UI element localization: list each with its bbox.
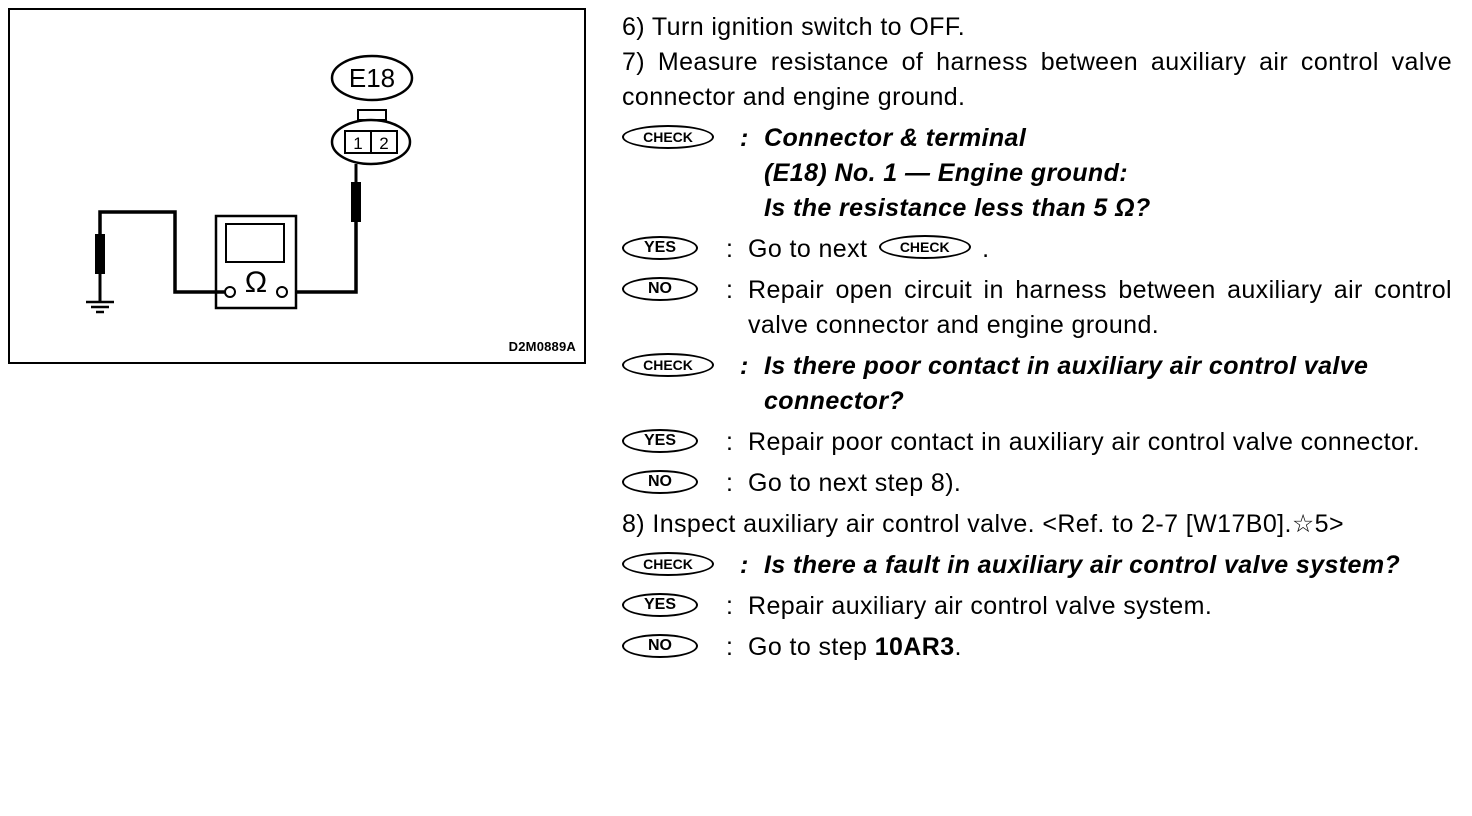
meter-terminal-right: [276, 286, 288, 298]
connector-tab: [357, 109, 387, 121]
check-1-line-3: Is the resistance less than 5 Ω?: [764, 194, 1151, 222]
yes-3: YES : Repair auxiliary air control valve…: [622, 589, 1452, 624]
no-2-text: Go to next step 8).: [748, 469, 962, 497]
no-3: NO : Go to step 10AR3.: [622, 630, 1452, 665]
lead-left: [98, 210, 225, 294]
step-6: 6) Turn ignition switch to OFF.: [622, 13, 966, 41]
yes-1-text: Go to next: [748, 235, 875, 263]
connector-pin-1: 1: [353, 134, 362, 153]
lead-right: [288, 222, 358, 294]
check-3-text: Is there a fault in auxiliary air contro…: [764, 551, 1401, 579]
step-7: 7) Measure resistance of harness between…: [622, 48, 1452, 111]
procedure-text: 6) Turn ignition switch to OFF. 7) Measu…: [622, 10, 1452, 665]
colon: :: [726, 469, 734, 497]
check-badge: CHECK: [622, 125, 714, 149]
figure-code: D2M0889A: [508, 339, 576, 354]
colon: :: [726, 428, 734, 456]
colon: :: [726, 235, 734, 263]
yes-2-text: Repair poor contact in auxiliary air con…: [748, 428, 1420, 456]
yes-badge: YES: [622, 236, 698, 260]
colon: :: [740, 352, 749, 380]
yes-2: YES : Repair poor contact in auxiliary a…: [622, 425, 1452, 460]
colon: :: [740, 551, 749, 579]
yes-badge: YES: [622, 593, 698, 617]
check-1-line-2: (E18) No. 1 — Engine ground:: [764, 159, 1128, 187]
yes-1: YES : Go to next CHECK .: [622, 232, 1452, 267]
step-8: 8) Inspect auxiliary air control valve. …: [622, 510, 1344, 538]
check-1: CHECK : Connector & terminal (E18) No. 1…: [622, 121, 1452, 226]
connector-label: E18: [349, 63, 395, 93]
colon: :: [726, 276, 734, 304]
probe-left: [95, 234, 105, 274]
no-1: NO : Repair open circuit in harness betw…: [622, 273, 1452, 343]
yes-1-period: .: [982, 235, 990, 263]
colon: :: [726, 592, 734, 620]
wiring-diagram: E18 1 2 Ω D2M0889A: [8, 8, 586, 364]
check-3: CHECK : Is there a fault in auxiliary ai…: [622, 548, 1452, 583]
circuit-drawing: E18 1 2 Ω: [86, 54, 414, 314]
no-badge: NO: [622, 277, 698, 301]
check-2-text: Is there poor contact in auxiliary air c…: [764, 352, 1369, 415]
no-3-period: .: [954, 633, 962, 661]
yes-badge: YES: [622, 429, 698, 453]
check-1-line-1: Connector & terminal: [764, 124, 1027, 152]
ohm-symbol: Ω: [245, 266, 267, 299]
connector-label-oval: [330, 54, 414, 102]
check-2: CHECK : Is there poor contact in auxilia…: [622, 349, 1452, 419]
no-1-text: Repair open circuit in harness between a…: [748, 276, 1452, 339]
meter-terminal-left: [224, 286, 236, 298]
no-3-text: Go to step: [748, 633, 875, 661]
yes-3-text: Repair auxiliary air control valve syste…: [748, 592, 1213, 620]
step-reference: 10AR3: [874, 633, 955, 661]
probe-right: [351, 182, 361, 222]
connector-pin-2: 2: [379, 134, 388, 153]
check-badge: CHECK: [622, 353, 714, 377]
colon: :: [740, 124, 749, 152]
no-badge: NO: [622, 634, 698, 658]
colon: :: [726, 633, 734, 661]
check-badge: CHECK: [622, 552, 714, 576]
ground-icon: [86, 300, 114, 314]
no-2: NO : Go to next step 8).: [622, 466, 1452, 501]
ohmmeter-display: [225, 223, 285, 263]
no-badge: NO: [622, 470, 698, 494]
check-badge-inline: CHECK: [878, 235, 971, 260]
